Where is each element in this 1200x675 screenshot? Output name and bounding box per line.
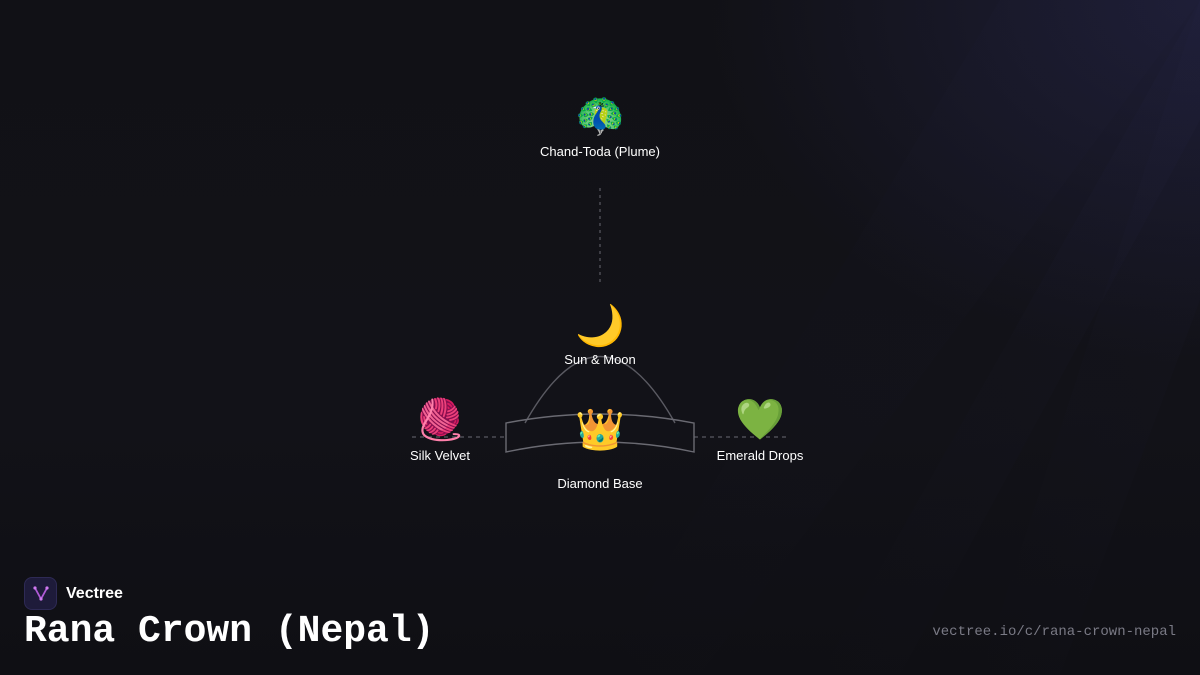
crown-outline-band: [505, 413, 695, 453]
crown-icon: 👑: [575, 407, 625, 453]
crescent-moon-icon: 🌙: [575, 303, 625, 349]
crown-outline-arch: [524, 355, 676, 424]
peacock-icon: 🦚: [575, 93, 625, 139]
brand-name: Vectree: [66, 584, 123, 602]
yarn-ball-icon: 🧶: [415, 397, 465, 443]
node-base-label: Diamond Base: [557, 476, 643, 491]
node-sun-moon-label: Sun & Moon: [564, 352, 636, 367]
node-plume[interactable]: 🦚 Chand-Toda (Plume): [540, 92, 660, 159]
source-url[interactable]: vectree.io/c/rana-crown-nepal: [932, 624, 1176, 640]
node-sun-moon[interactable]: 🌙 Sun & Moon: [564, 302, 636, 367]
node-plume-label: Chand-Toda (Plume): [540, 144, 660, 159]
vectree-logo-icon: [24, 577, 57, 610]
green-heart-icon: 💚: [735, 397, 785, 443]
node-emerald-label: Emerald Drops: [716, 448, 804, 463]
page-title: Rana Crown (Nepal): [24, 610, 435, 653]
node-velvet-label: Silk Velvet: [410, 448, 470, 463]
node-base[interactable]: 👑 Diamond Base: [557, 406, 642, 491]
brand: Vectree: [24, 577, 123, 610]
node-velvet[interactable]: 🧶 Silk Velvet: [410, 396, 470, 463]
node-emerald[interactable]: 💚 Emerald Drops: [717, 396, 804, 463]
